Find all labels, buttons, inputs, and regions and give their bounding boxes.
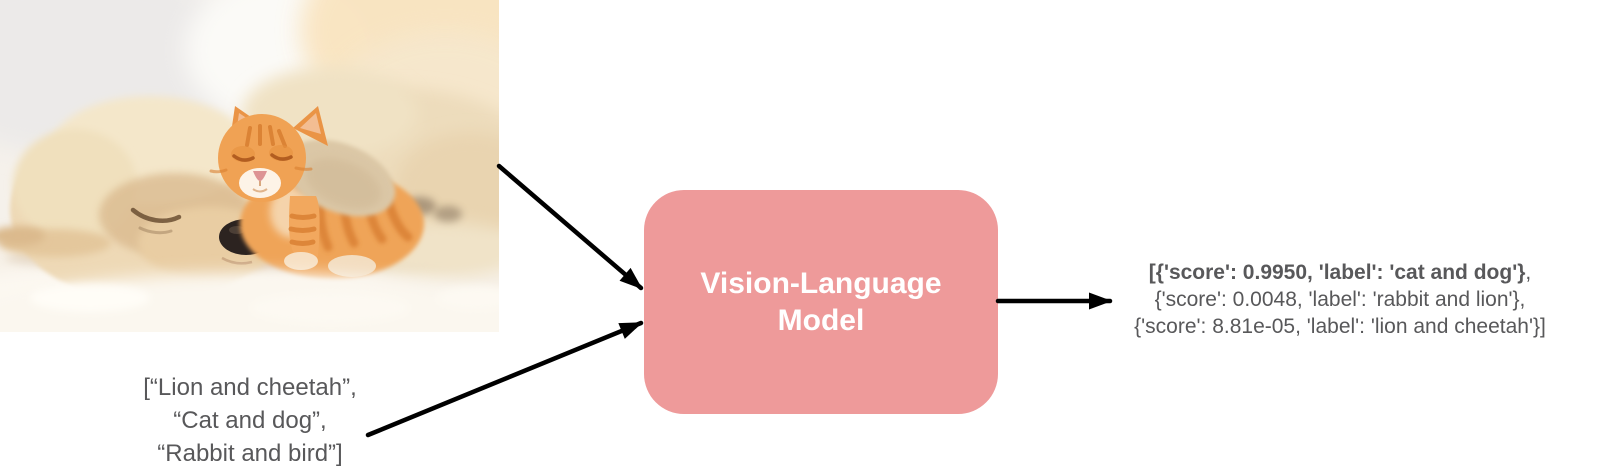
- output-line-1: [{'score': 0.9950, 'label': 'cat and dog…: [1055, 259, 1600, 286]
- output-line-2: {'score': 0.0048, 'label': 'rabbit and l…: [1154, 288, 1526, 311]
- vision-language-model-box: Vision-Language Model: [644, 190, 998, 414]
- candidate-labels-line-2: “Cat and dog”,: [173, 407, 327, 434]
- candidate-labels-text: [“Lion and cheetah”, “Cat and dog”, “Rab…: [95, 371, 405, 470]
- output-line-1-bold: [{'score': 0.9950, 'label': 'cat and dog…: [1148, 261, 1526, 284]
- model-label-line-1: Vision-Language: [700, 267, 942, 300]
- labels-to-model-arrow: [365, 320, 644, 438]
- pets-photo-illustration: [0, 0, 499, 332]
- output-scores-text: [{'score': 0.9950, 'label': 'cat and dog…: [1055, 259, 1600, 340]
- pets-photo: [0, 0, 499, 332]
- candidate-labels-line-3: “Rabbit and bird”]: [157, 440, 343, 467]
- output-line-3: {'score': 8.81e-05, 'label': 'lion and c…: [1134, 315, 1546, 338]
- output-line-1-tail: ,: [1525, 261, 1532, 284]
- image-to-model-arrow: [496, 163, 644, 291]
- model-label-line-2: Model: [777, 304, 865, 337]
- candidate-labels-line-1: [“Lion and cheetah”,: [143, 374, 357, 401]
